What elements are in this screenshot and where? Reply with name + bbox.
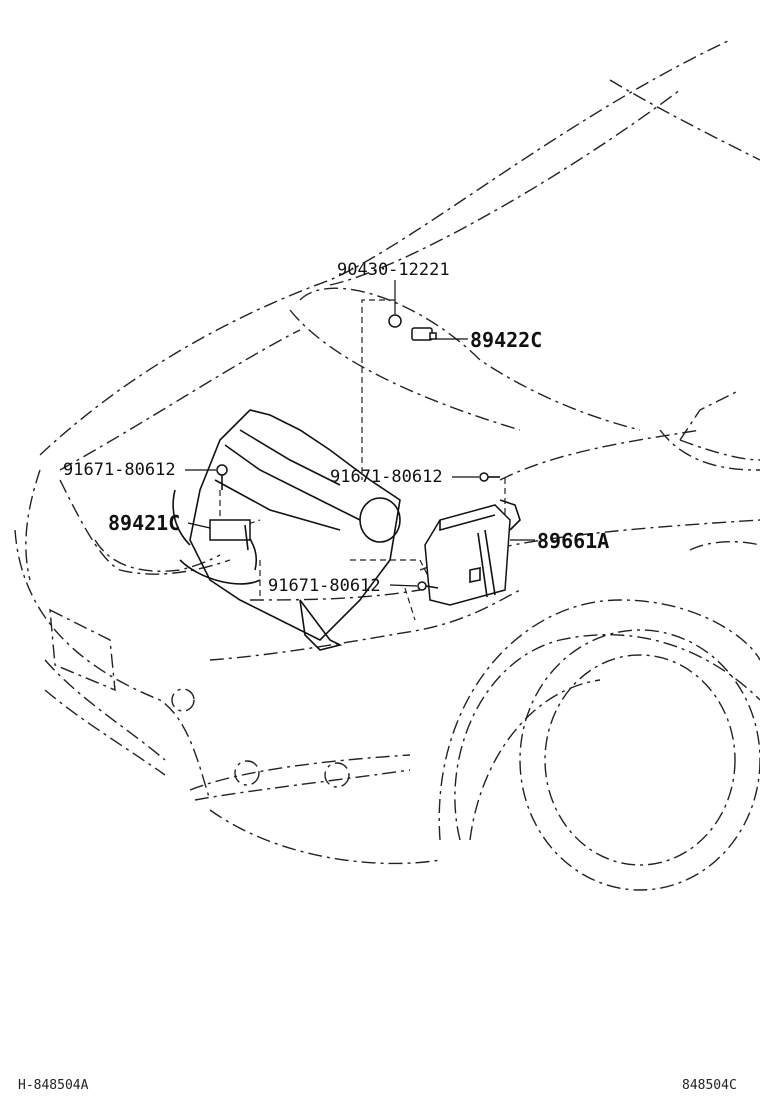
- label-washer-nut[interactable]: 90430-12221: [337, 260, 450, 280]
- ecu-part: [424, 499, 521, 606]
- bolt-right-part: [479, 472, 500, 482]
- leader-lines: [185, 280, 535, 587]
- bolt-left-part: [216, 464, 228, 490]
- vehicle-outline: [14, 39, 760, 891]
- footer-right-code: 848504C: [682, 1078, 737, 1093]
- guide-lines: [219, 299, 506, 621]
- footer-left-code: H-848504A: [18, 1078, 89, 1093]
- washer-nut-part: [388, 314, 402, 328]
- bolt-center-part: [417, 581, 439, 591]
- label-ecu[interactable]: 89661A: [537, 529, 610, 553]
- label-bolt-center[interactable]: 91671-80612: [268, 576, 381, 596]
- label-height-sensor[interactable]: 89421C: [108, 511, 181, 535]
- label-bolt-right[interactable]: 91671-80612: [330, 467, 443, 487]
- label-bolt-left[interactable]: 91671-80612: [63, 460, 176, 480]
- hood-switch-part: [411, 327, 437, 341]
- height-sensor-part: [209, 519, 251, 551]
- label-hood-switch[interactable]: 89422C: [470, 328, 543, 352]
- engine-assembly: [172, 409, 401, 651]
